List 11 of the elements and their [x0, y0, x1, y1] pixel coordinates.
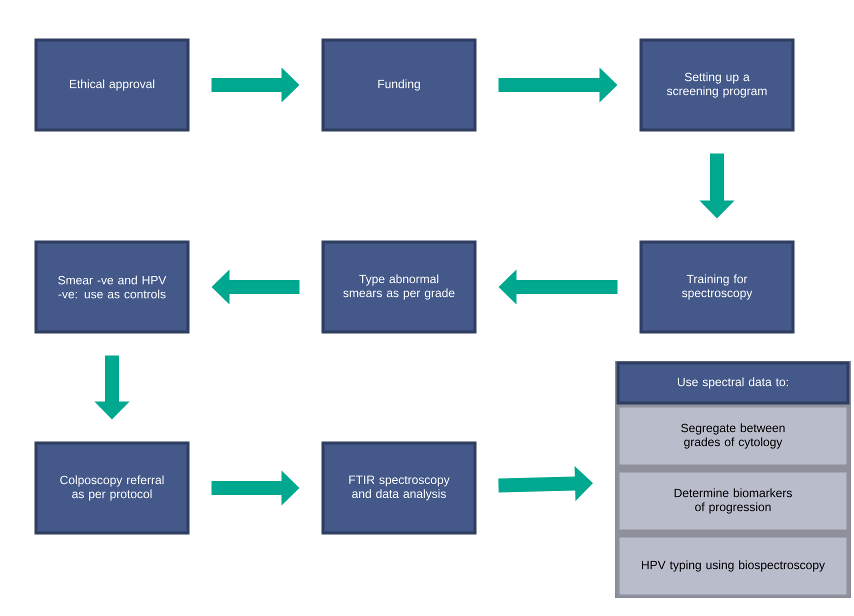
- process-box: Funding: [322, 38, 476, 132]
- process-box: Ethical approval: [34, 38, 190, 132]
- option-box: Determine biomarkers of progression: [616, 470, 850, 532]
- process-box: Smear -ve and HPV -ve: use as controls: [34, 240, 190, 334]
- process-box: FTIR spectroscopy and data analysis: [322, 442, 476, 534]
- process-box: Type abnormal smears as per grade: [322, 240, 476, 334]
- process-box: Setting up a screening program: [640, 38, 794, 132]
- option-box: Segregate between grades of cytology: [616, 404, 850, 468]
- option-box: HPV typing using biospectroscopy: [616, 534, 850, 598]
- process-box: Colposcopy referral as per protocol: [34, 442, 190, 534]
- process-box: Training for spectroscopy: [640, 240, 794, 334]
